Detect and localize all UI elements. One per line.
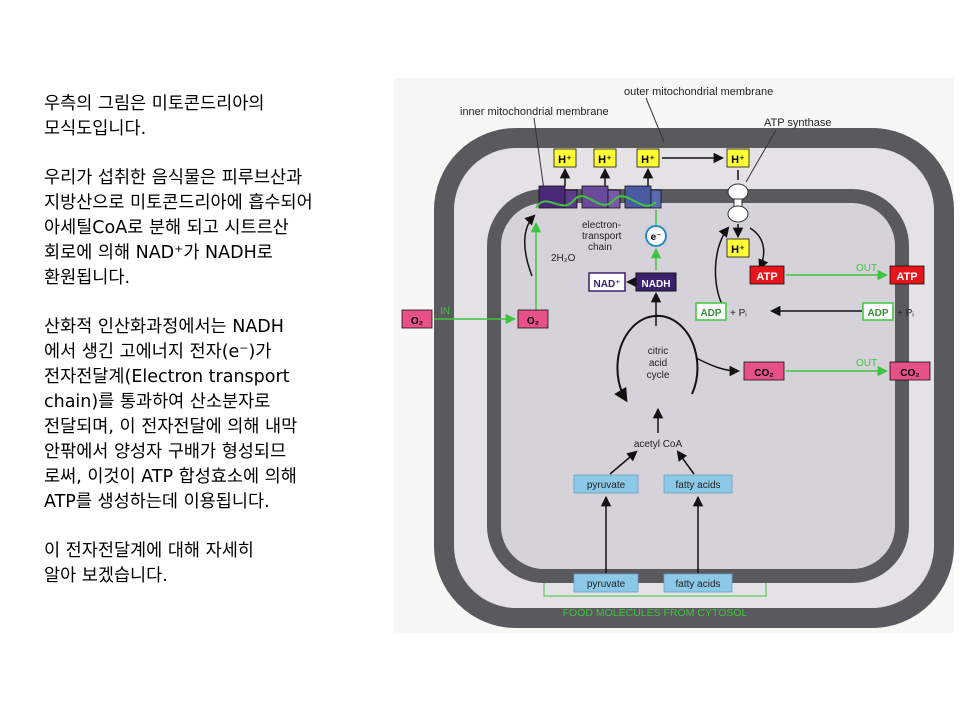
- atp-box-cytosol: ATP: [889, 265, 925, 285]
- fatty-acids-to-acetyl-arrow: [676, 450, 695, 475]
- etc-label-line1: electron-: [582, 220, 621, 231]
- svg-text:fatty acids: fatty acids: [675, 480, 720, 491]
- atp-out-label: OUT: [856, 263, 877, 274]
- cycle-label-line3: cycle: [647, 370, 670, 381]
- svg-text:ADP: ADP: [867, 308, 888, 319]
- outer-membrane-label: outer mitochondrial membrane: [624, 86, 773, 98]
- food-paragraph: 우리가 섭취한 음식물은 피루브산과 지방산으로 미토콘드리아에 흡수되어 아세…: [44, 168, 313, 288]
- electron-path: [535, 195, 657, 209]
- svg-text:ATP: ATP: [756, 271, 777, 283]
- svg-text:H⁺: H⁺: [558, 154, 572, 166]
- svg-text:fatty acids: fatty acids: [675, 579, 720, 590]
- fatty-acids-box-cytosol: fatty acids: [663, 573, 733, 593]
- adp-box-cytosol: ADP: [862, 302, 894, 321]
- etc-label-line2: transport: [582, 231, 622, 242]
- svg-text:H⁺: H⁺: [598, 154, 612, 166]
- h-plus-box-2: H⁺: [593, 148, 617, 168]
- co2-box-cytosol: CO₂: [889, 361, 931, 381]
- svg-text:e⁻: e⁻: [651, 232, 662, 243]
- cycle-label-line2: acid: [649, 358, 667, 369]
- svg-text:ATP: ATP: [896, 271, 917, 283]
- closing-paragraph: 이 전자전달계에 대해 자세히 알아 보겠습니다.: [44, 541, 254, 586]
- co2-out-label: OUT: [856, 358, 877, 369]
- citric-acid-cycle-arc: [614, 314, 699, 403]
- pi-label-matrix: + Pᵢ: [730, 308, 747, 319]
- cycle-to-co2-arrow: [695, 357, 741, 377]
- pyruvate-box-cytosol: pyruvate: [573, 573, 639, 593]
- svg-text:ADP: ADP: [700, 308, 721, 319]
- explanation-text: 우측의 그림은 미토콘드리아의 모식도입니다. 우리가 섭취한 음식물은 피루브…: [44, 92, 394, 613]
- atp-synthase-label: ATP synthase: [764, 117, 831, 129]
- food-molecules-label: FOOD MOLECULES FROM CYTOSOL: [563, 607, 748, 619]
- h-plus-box-3: H⁺: [636, 148, 660, 168]
- o2-box-cytosol: O₂: [401, 309, 433, 329]
- pi-label-cytosol: + Pᵢ: [897, 308, 914, 319]
- svg-text:O₂: O₂: [527, 316, 539, 327]
- svg-text:H⁺: H⁺: [641, 154, 655, 166]
- nadh-box: NADH: [635, 272, 677, 292]
- outer-membrane-pointer: [645, 97, 665, 143]
- inner-membrane-label: inner mitochondrial membrane: [460, 106, 609, 118]
- pyruvate-to-acetyl-arrow: [609, 450, 638, 475]
- h-plus-box-4: H⁺: [726, 148, 750, 168]
- synthase-to-atp-arrow: [749, 227, 769, 270]
- cycle-label-line1: citric: [648, 346, 669, 357]
- svg-text:CO₂: CO₂: [754, 368, 773, 379]
- svg-text:H⁺: H⁺: [731, 244, 745, 256]
- h-plus-box-matrix: H⁺: [726, 238, 750, 258]
- atp-box-matrix: ATP: [749, 265, 785, 285]
- o2-box-matrix: O₂: [517, 309, 549, 329]
- adp-to-synthase-arrow: [714, 226, 730, 309]
- nad-plus-box: NAD⁺: [588, 272, 626, 292]
- atp-synthase: [727, 183, 749, 223]
- oxidative-phosphorylation-paragraph: 산화적 인산화과정에서는 NADH 에서 생긴 고에너지 전자(e⁻)가 전자전…: [44, 317, 298, 512]
- etc-label-line3: chain: [588, 242, 612, 253]
- adp-box-matrix: ADP: [695, 302, 727, 321]
- mitochondrion-diagram: outer mitochondrial membrane inner mitoc…: [394, 78, 954, 633]
- svg-text:pyruvate: pyruvate: [587, 480, 626, 491]
- co2-box-matrix: CO₂: [743, 361, 785, 381]
- o2-in-label: IN: [440, 306, 450, 317]
- atp-synthase-pointer: [745, 129, 777, 183]
- svg-text:NAD⁺: NAD⁺: [594, 279, 621, 290]
- svg-text:O₂: O₂: [411, 316, 423, 327]
- intro-paragraph: 우측의 그림은 미토콘드리아의 모식도입니다.: [44, 94, 265, 139]
- food-bracket: [543, 583, 767, 597]
- inner-membrane-pointer: [533, 117, 545, 191]
- svg-text:pyruvate: pyruvate: [587, 579, 626, 590]
- h-plus-box-1: H⁺: [553, 148, 577, 168]
- fatty-acids-box-matrix: fatty acids: [663, 474, 733, 494]
- water-label: 2H₂O: [551, 253, 576, 264]
- electron-marker: e⁻: [645, 210, 667, 247]
- acetyl-coa-label: acetyl CoA: [634, 439, 683, 450]
- pyruvate-box-matrix: pyruvate: [573, 474, 639, 494]
- water-arrow: [524, 214, 536, 277]
- svg-text:NADH: NADH: [642, 279, 671, 290]
- svg-text:CO₂: CO₂: [900, 368, 919, 379]
- svg-text:H⁺: H⁺: [731, 154, 745, 166]
